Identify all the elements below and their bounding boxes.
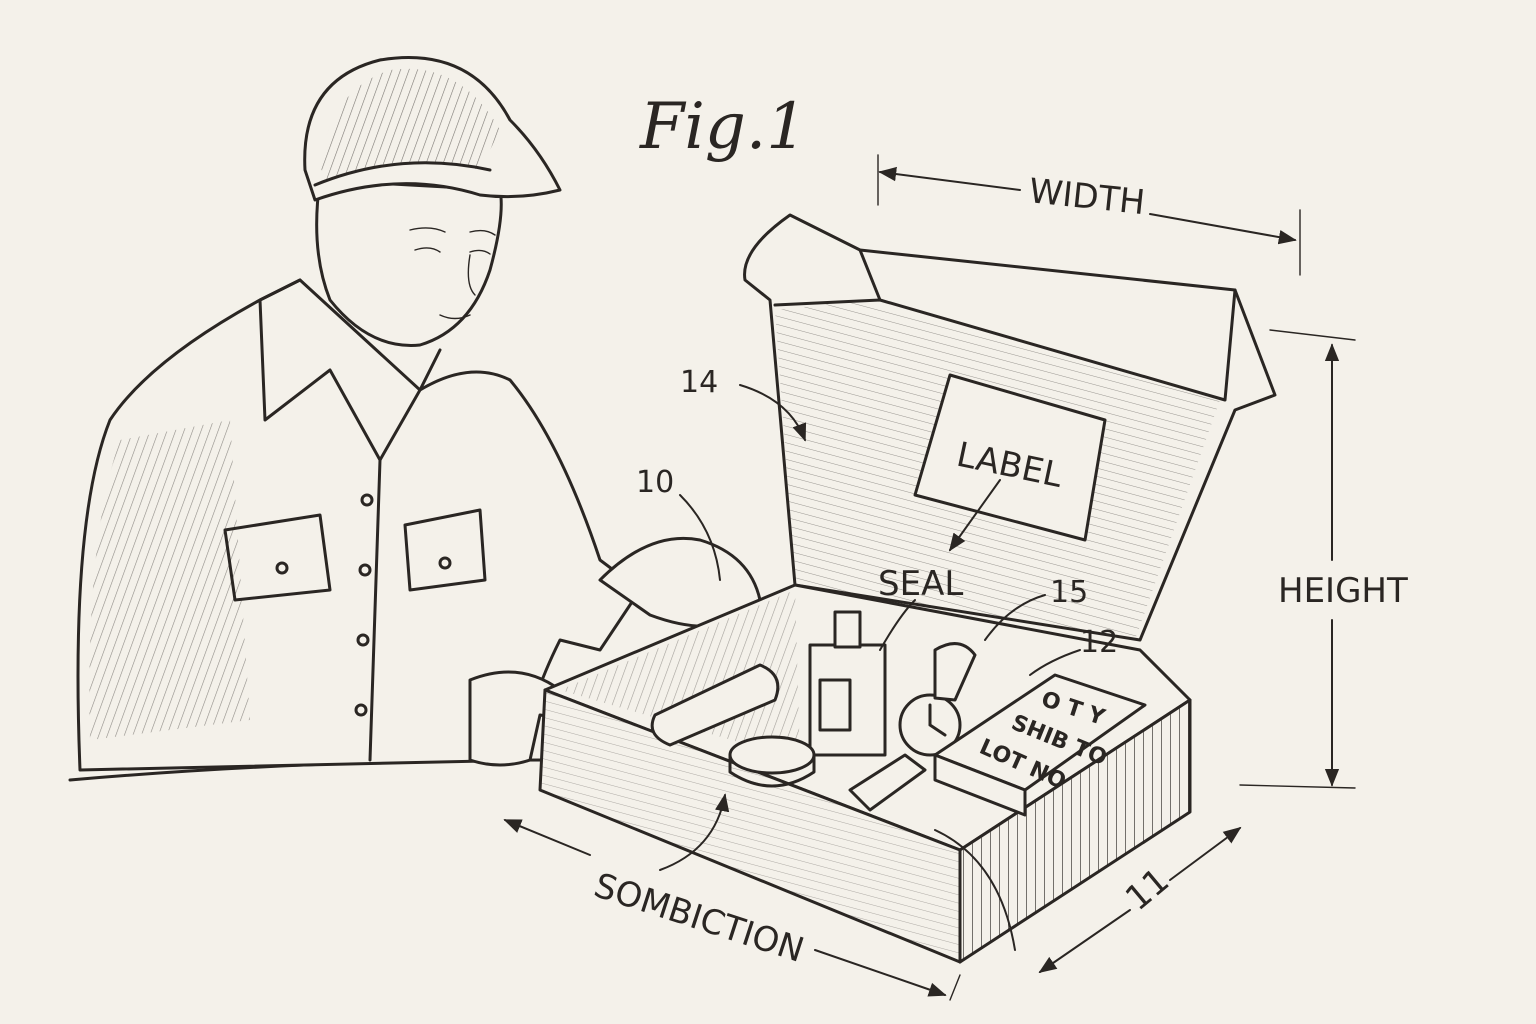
- depth-label: 11: [1118, 860, 1177, 918]
- bottle: [808, 643, 887, 757]
- tube: [650, 663, 780, 747]
- width-label: WIDTH: [1027, 171, 1147, 223]
- ref-10: 10: [636, 465, 674, 500]
- ref-15: 15: [1050, 575, 1088, 610]
- height-label: HEIGHT: [1278, 571, 1408, 611]
- ref-12: 12: [1080, 625, 1118, 660]
- ref-14: 14: [680, 365, 718, 400]
- shipping-box: [538, 213, 1277, 964]
- label-panel: [913, 373, 1107, 542]
- jar: [728, 735, 816, 775]
- dimension-lines: [503, 154, 1356, 1001]
- figure-title: Fig.1: [639, 90, 807, 164]
- man-figure: [76, 56, 762, 772]
- seal-label: SEAL: [878, 564, 963, 604]
